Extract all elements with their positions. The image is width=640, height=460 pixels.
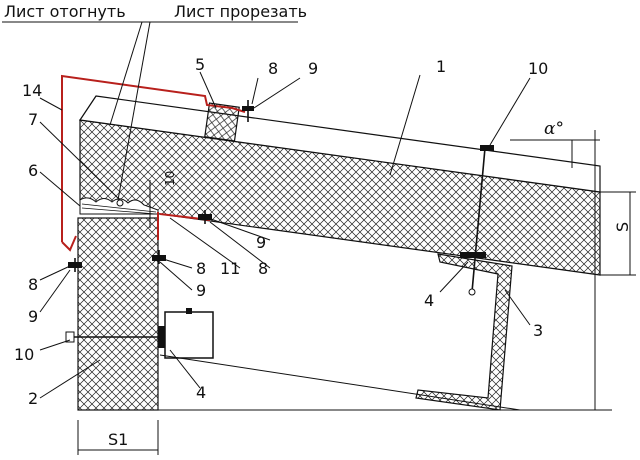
callout-2: 2 xyxy=(28,389,38,408)
callout-3: 3 xyxy=(533,321,543,340)
callout-9-lower: 9 xyxy=(256,233,266,252)
flashing-top xyxy=(61,74,246,242)
callout-14: 14 xyxy=(22,81,42,100)
wall-thickness-label: S1 xyxy=(108,430,128,449)
seal-block xyxy=(204,102,240,142)
gap-label: 10 xyxy=(163,171,177,186)
wall-panel xyxy=(77,217,159,411)
callout-6: 6 xyxy=(28,161,38,180)
callout-9-top: 9 xyxy=(308,59,318,78)
angle-label: α° xyxy=(544,119,564,139)
callout-11: 11 xyxy=(220,259,240,278)
callout-8-wall: 8 xyxy=(28,275,38,294)
purlin xyxy=(415,253,513,411)
screw-head-top xyxy=(242,106,254,111)
callout-10-top: 10 xyxy=(528,59,548,78)
callout-8-lower: 8 xyxy=(258,259,268,278)
callout-8-top: 8 xyxy=(268,59,278,78)
callout-10-wall: 10 xyxy=(14,345,34,364)
callout-9-wall: 9 xyxy=(28,307,38,326)
label-bend-sheet: Лист отогнуть xyxy=(4,2,126,21)
callout-4-purlin: 4 xyxy=(424,291,434,310)
label-cut-sheet: Лист прорезать xyxy=(174,2,307,21)
callout-7: 7 xyxy=(28,110,38,129)
callout-9-inner: 9 xyxy=(196,281,206,300)
callout-1: 1 xyxy=(436,57,446,76)
bracket-box xyxy=(164,311,214,359)
callout-8-inner: 8 xyxy=(196,259,206,278)
thickness-label: S xyxy=(613,222,632,232)
callout-4-wall: 4 xyxy=(196,383,206,402)
callout-5: 5 xyxy=(195,55,205,74)
